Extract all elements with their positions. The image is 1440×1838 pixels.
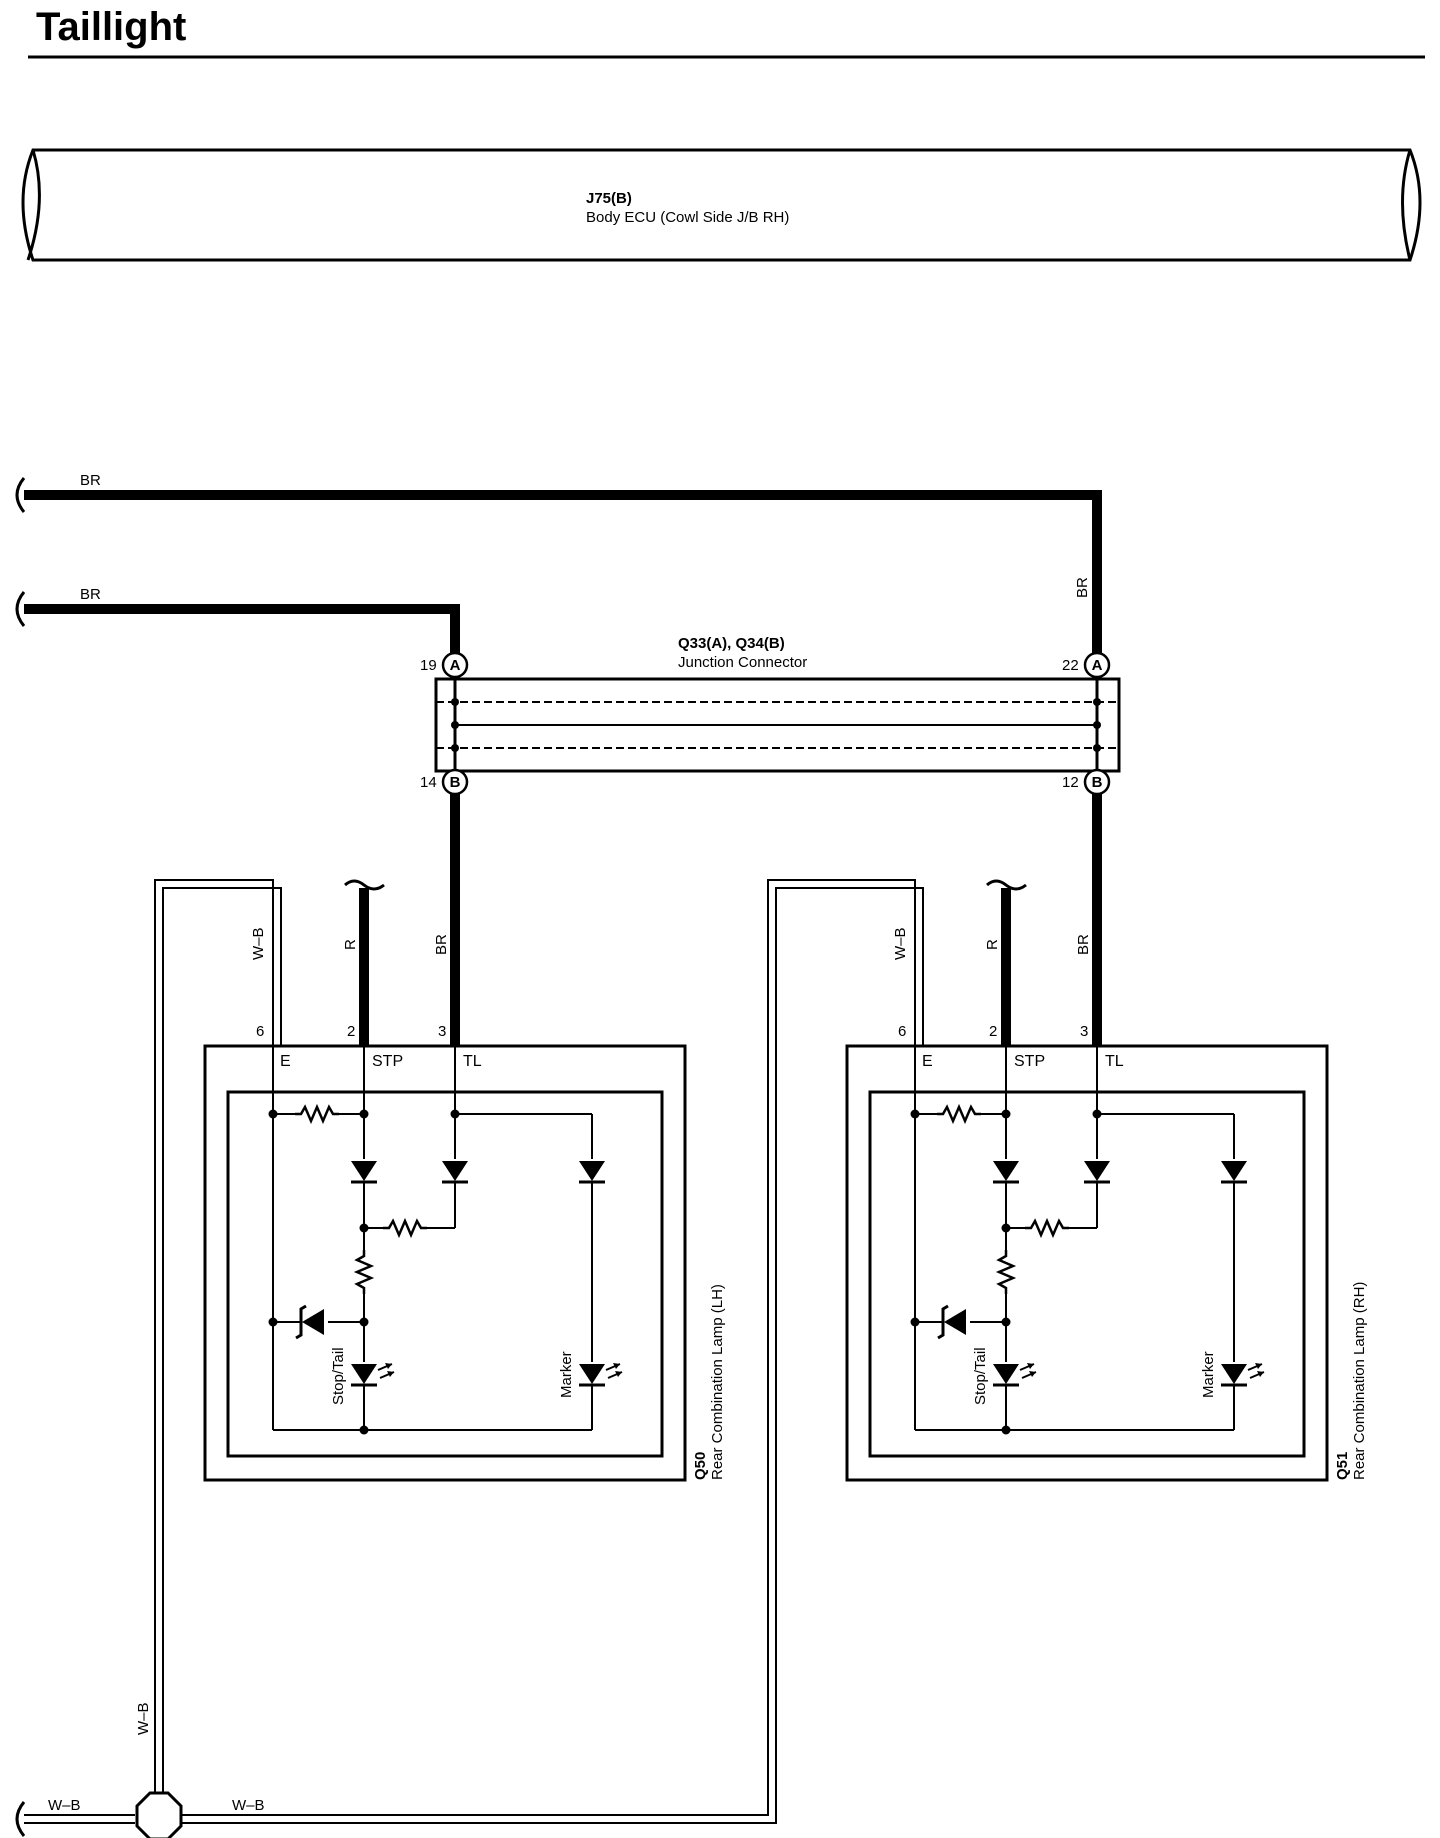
break-mark-second <box>15 591 26 627</box>
junction-connector-body <box>434 677 1121 773</box>
wire-label-br-rh: BR <box>1075 934 1092 955</box>
pin-number-e: 6 <box>256 1023 264 1040</box>
lamp-name: Rear Combination Lamp (LH) <box>709 1284 726 1480</box>
svg-text:A: A <box>450 657 461 674</box>
lamp-name: Rear Combination Lamp (RH) <box>1351 1282 1368 1480</box>
ecu-id: J75(B) <box>586 190 632 207</box>
lamp-id: Q50 <box>692 1452 709 1480</box>
lamp-q50: R W–B 6 2 3 E STP TL <box>154 879 726 1815</box>
svg-text:B: B <box>1092 774 1103 791</box>
svg-text:A: A <box>1092 657 1103 674</box>
junction-dot <box>1093 721 1101 729</box>
wire-label-r-rh: R <box>984 939 1001 950</box>
terminal-tl: TL <box>1105 1053 1124 1070</box>
junction-dot <box>451 721 459 729</box>
wire-label-wb-ground-left: W–B <box>48 1797 81 1814</box>
break-mark-top <box>15 477 26 513</box>
led-label-marker: Marker <box>558 1351 575 1398</box>
pin-number-tl: 3 <box>438 1023 446 1040</box>
pin-number-12: 12 <box>1062 774 1079 791</box>
wire-label-br-second: BR <box>80 586 101 603</box>
page-title: Taillight <box>36 5 186 49</box>
terminal-stp: STP <box>372 1053 403 1070</box>
connector-pin-b-left: B <box>441 768 469 796</box>
led-label-stop-tail: Stop/Tail <box>972 1347 989 1405</box>
led-label-stop-tail: Stop/Tail <box>330 1347 347 1405</box>
led-label-marker: Marker <box>1200 1351 1217 1398</box>
wire-label-wb-rh: W–B <box>892 927 909 960</box>
lamp-q51: R W–B 6 2 3 E STP TL <box>163 879 1368 1824</box>
lamp-id: Q51 <box>1334 1452 1351 1480</box>
wire-br-top <box>24 490 1102 658</box>
pin-number-stp: 2 <box>989 1023 997 1040</box>
wire-label-r-lh: R <box>342 939 359 950</box>
ecu-name: Body ECU (Cowl Side J/B RH) <box>586 209 789 226</box>
wire-label-wb-ground-vertical: W–B <box>135 1702 152 1735</box>
wire-label-br-lh: BR <box>433 934 450 955</box>
wire-label-br-top: BR <box>80 472 101 489</box>
pin-number-22: 22 <box>1062 657 1079 674</box>
junction-id: Q33(A), Q34(B) <box>678 635 785 652</box>
wire-br-second <box>24 604 460 658</box>
pin-number-tl: 3 <box>1080 1023 1088 1040</box>
terminal-e: E <box>922 1053 933 1070</box>
terminal-stp: STP <box>1014 1053 1045 1070</box>
junction-dot <box>451 744 459 752</box>
junction-dot <box>1093 698 1101 706</box>
ecu-banner-left-cut <box>26 149 41 261</box>
ecu-banner <box>21 148 1422 262</box>
ecu-banner-right-cut <box>1401 149 1412 261</box>
ground-junction-point <box>135 1791 183 1838</box>
junction-dot <box>1093 744 1101 752</box>
wire-label-wb-ground-right: W–B <box>232 1797 265 1814</box>
svg-text:B: B <box>450 774 461 791</box>
connector-pin-a-right: A <box>1083 651 1111 679</box>
connector-pin-b-right: B <box>1083 768 1111 796</box>
terminal-e: E <box>280 1053 291 1070</box>
wire-label-wb-lh: W–B <box>250 927 267 960</box>
connector-pin-a-left: A <box>441 651 469 679</box>
pin-number-14: 14 <box>420 774 437 791</box>
pin-number-19: 19 <box>420 657 437 674</box>
terminal-tl: TL <box>463 1053 482 1070</box>
pin-number-e: 6 <box>898 1023 906 1040</box>
break-mark-ground <box>15 1801 26 1837</box>
wire-label-br-right: BR <box>1074 577 1091 598</box>
junction-name: Junction Connector <box>678 654 807 671</box>
junction-dot <box>451 698 459 706</box>
pin-number-stp: 2 <box>347 1023 355 1040</box>
